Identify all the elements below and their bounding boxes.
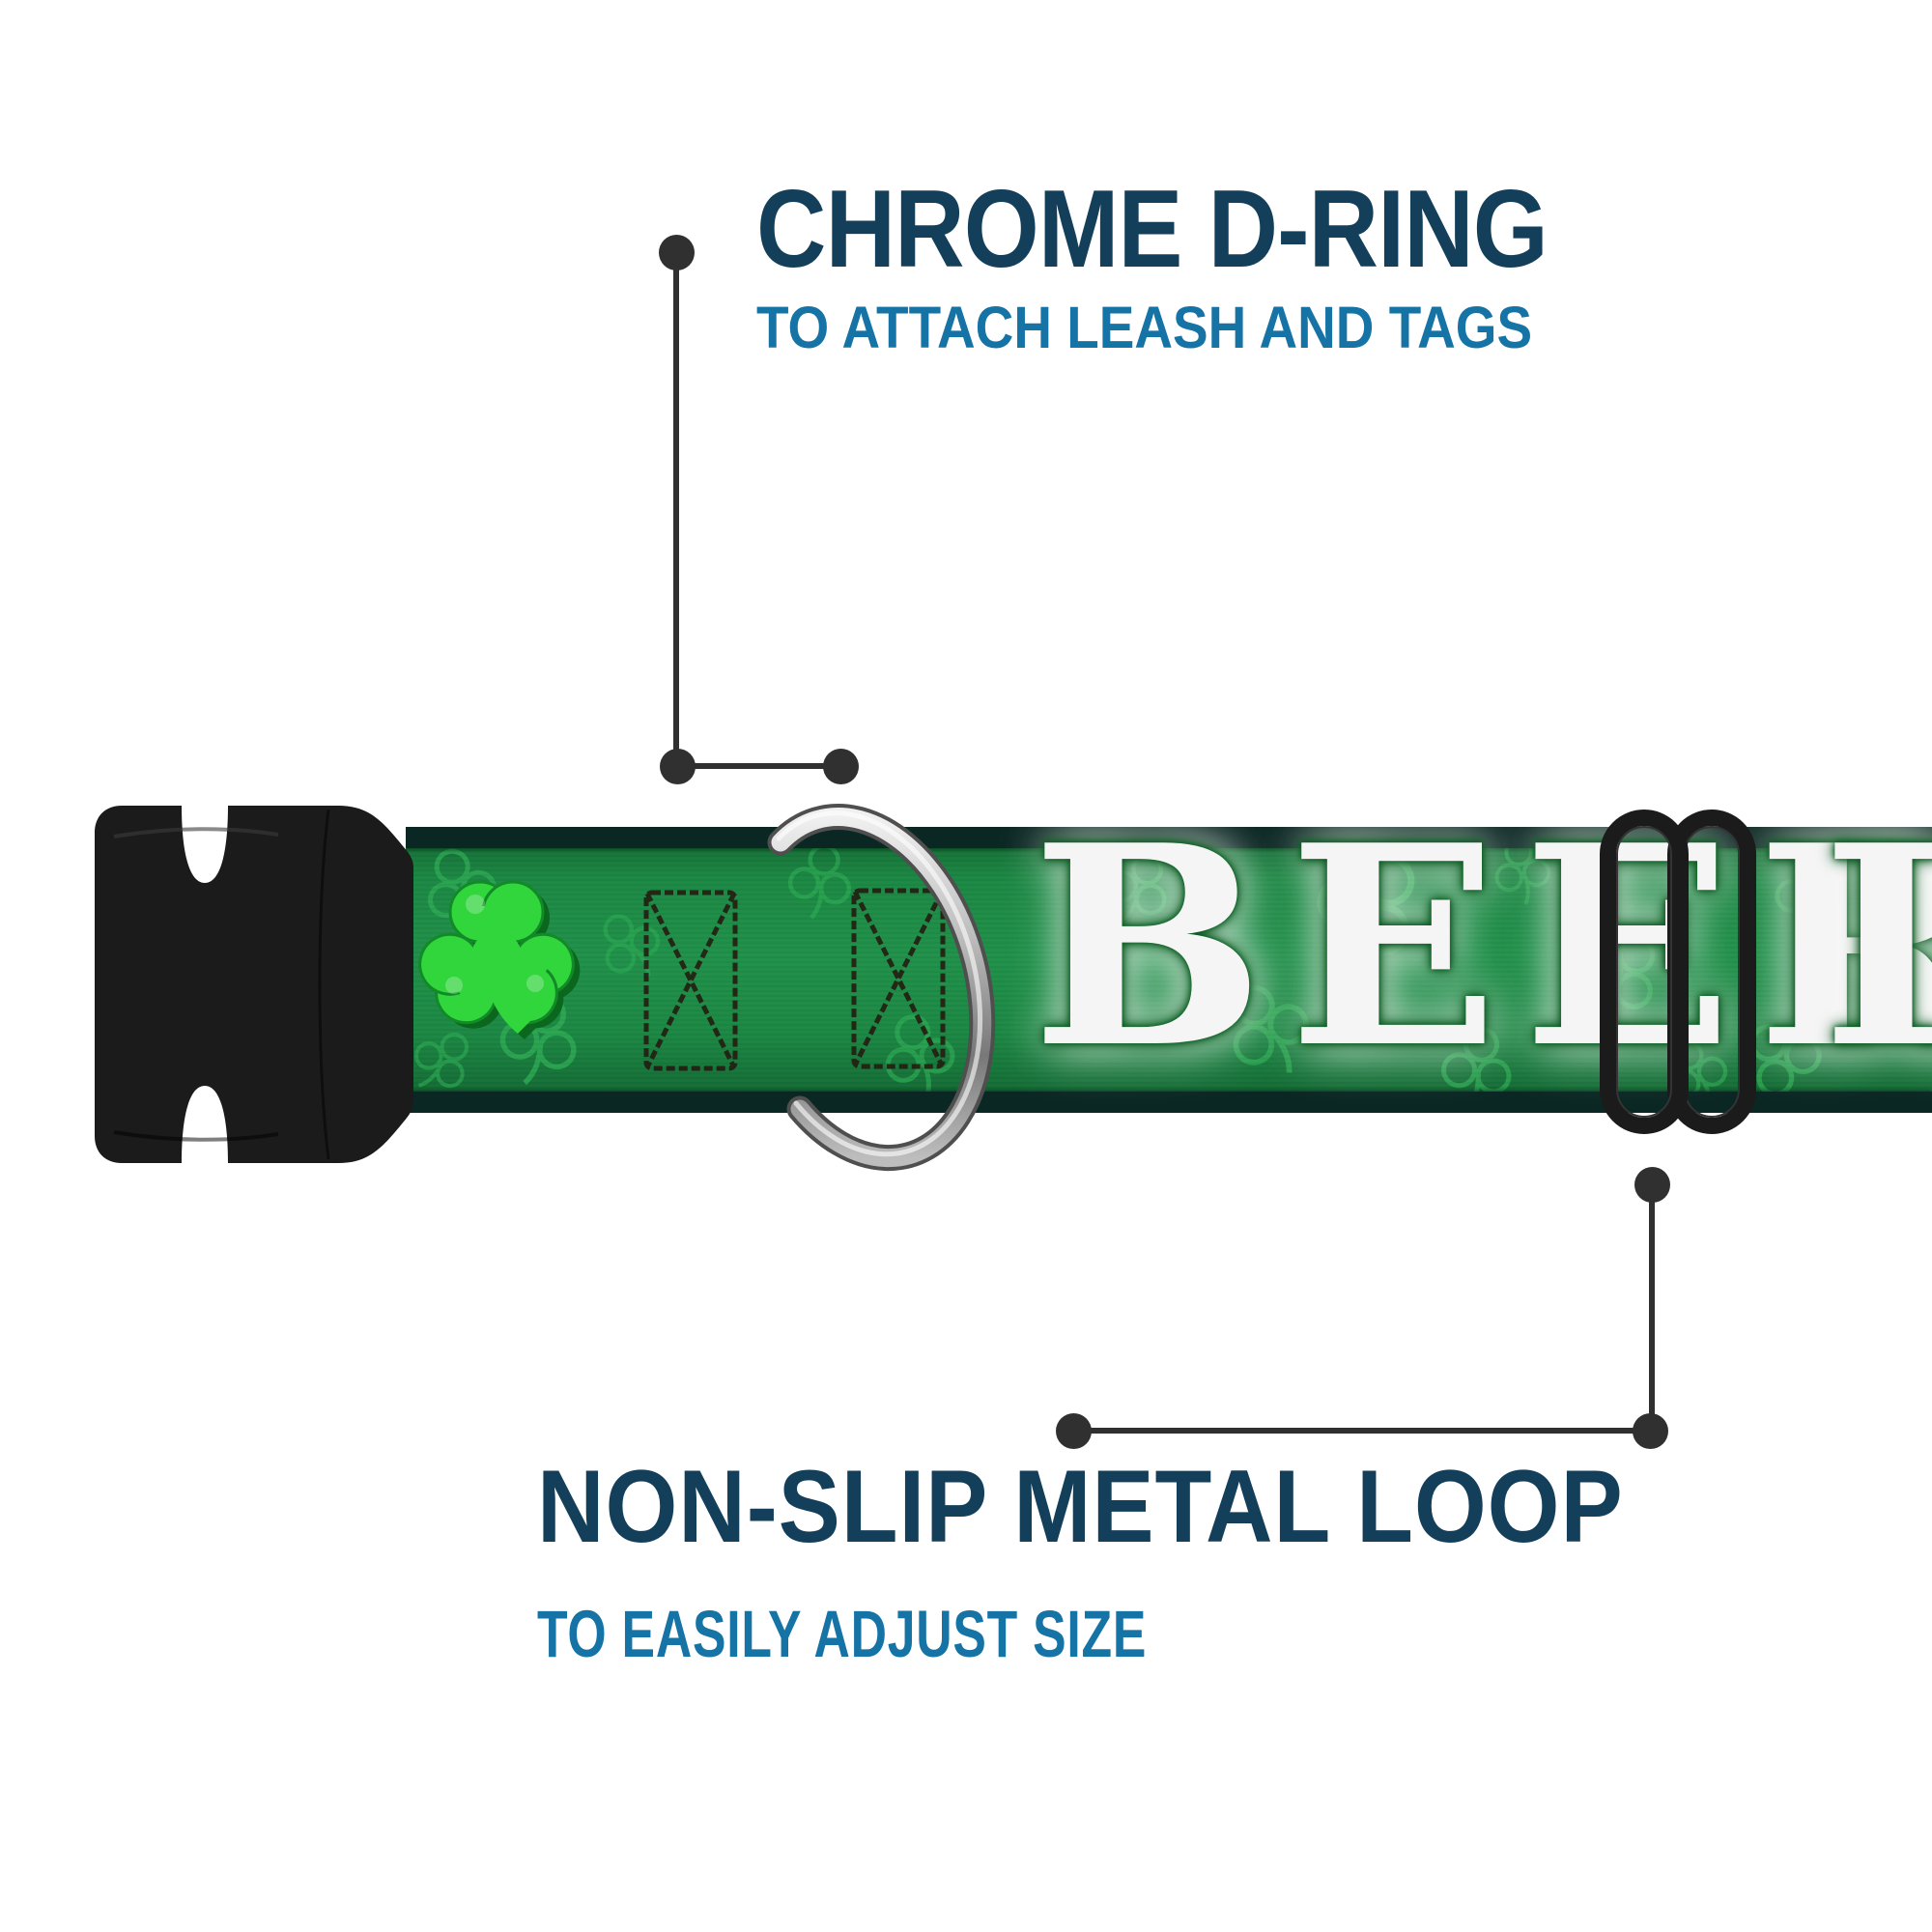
callout-line — [673, 252, 679, 766]
x-box-stitch — [851, 888, 946, 1069]
top-callout-subtitle: TO ATTACH LEASH AND TAGS — [756, 295, 1533, 360]
collar-partial-letter: I — [1822, 827, 1932, 1109]
shamrock-icon — [418, 880, 581, 1039]
bottom-callout-title: NON-SLIP METAL LOOP — [537, 1448, 1624, 1564]
collar-word-beer: BEER — [1032, 827, 1932, 1109]
d-ring-icon — [767, 804, 996, 1172]
callout-line — [677, 763, 840, 769]
metal-loop-icon — [1600, 810, 1689, 1134]
x-box-stitch — [643, 890, 738, 1071]
bottom-callout-subtitle: TO EASILY ADJUST SIZE — [537, 1597, 1148, 1671]
buckle-icon — [95, 806, 413, 1163]
callout-dot — [1056, 1413, 1092, 1449]
callout-dot — [660, 749, 696, 784]
callout-line — [1073, 1428, 1649, 1434]
callout-dot — [1633, 1413, 1668, 1449]
callout-line — [1649, 1184, 1655, 1431]
callout-dot — [659, 235, 695, 270]
callout-dot — [1634, 1167, 1670, 1203]
top-callout-title: CHROME D-RING — [756, 168, 1548, 291]
callout-dot — [823, 749, 859, 784]
